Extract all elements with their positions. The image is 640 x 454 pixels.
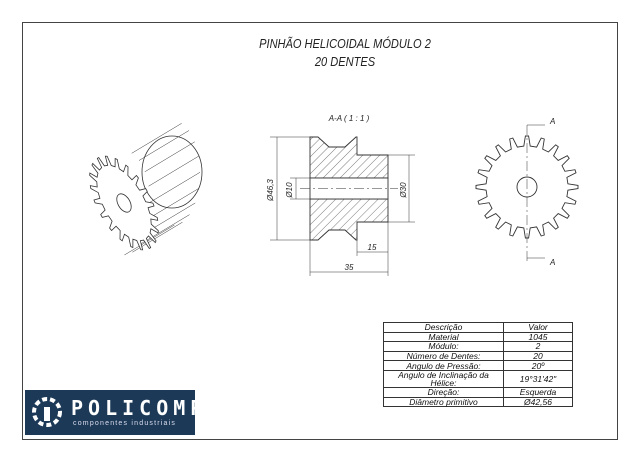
iso-tooth-edge — [148, 188, 199, 219]
spec-label: Direção: — [383, 386, 504, 398]
spec-label: Número de Dentes: — [383, 350, 504, 362]
table-row: Direção:Esquerda — [383, 386, 573, 398]
table-row: Número de Dentes:20 — [383, 350, 573, 362]
isometric-gear-view — [89, 123, 203, 256]
spec-value: Ø42,56 — [503, 396, 573, 408]
dim-hub-diameter: Ø30 — [399, 182, 408, 199]
iso-tooth-edge — [144, 141, 195, 173]
drawing-title: PINHÃO HELICOIDAL MÓDULO 2 — [259, 36, 431, 51]
spec-value: 20º — [503, 360, 573, 371]
dim-bore: Ø10 — [285, 182, 294, 199]
section-marker-top: A — [549, 117, 555, 126]
spec-value: 19°31'42" — [503, 369, 573, 388]
section-marker-bottom: A — [549, 258, 555, 267]
iso-tooth-edge — [149, 172, 201, 203]
drawing-border — [22, 22, 618, 440]
logo-name: POLICOMP — [71, 396, 208, 420]
dim-hub-length: 15 — [368, 243, 377, 252]
section-upper-half — [309, 136, 389, 179]
table-row: Módulo:2 — [383, 341, 573, 352]
header-description: Descrição — [383, 322, 504, 333]
section-lower-half — [309, 198, 389, 241]
iso-tooth-edge — [139, 214, 190, 245]
dim-outer-diameter: Ø46,3 — [266, 179, 275, 202]
spec-value: 1045 — [503, 331, 573, 343]
spec-label: Material — [383, 331, 504, 343]
logo-tagline: componentes industriais — [73, 420, 177, 427]
iso-tooth-edge — [131, 123, 182, 154]
header-value: Valor — [503, 322, 573, 333]
table-row: Angulo de Inclinação da Hélice:19°31'42" — [383, 369, 573, 388]
section-view: A-A ( 1 : 1 ) Ø46,3 Ø10 Ø30 15 35 — [266, 114, 415, 276]
drawing-subtitle: 20 DENTES — [314, 54, 376, 69]
gear-outline — [475, 135, 579, 239]
iso-tooth-edge — [138, 130, 190, 161]
dim-total-length: 35 — [345, 263, 354, 272]
iso-tooth-edge — [124, 224, 175, 256]
spec-label: Diâmetro primitivo — [383, 396, 504, 408]
table-header-row: Descrição Valor — [383, 322, 573, 333]
company-logo: POLICOMP componentes industriais — [25, 390, 202, 435]
spec-label: Módulo: — [383, 341, 504, 352]
spec-label: Angulo de Inclinação da Hélice: — [383, 369, 504, 388]
section-label: A-A ( 1 : 1 ) — [328, 114, 370, 123]
iso-bore — [116, 193, 132, 213]
spec-value: Esquerda — [503, 386, 573, 398]
dimension-lines — [270, 136, 415, 276]
front-view: A A — [475, 117, 579, 267]
spec-value: 2 — [503, 341, 573, 352]
iso-tooth-edge — [148, 155, 199, 187]
gear-logo-icon — [32, 397, 62, 427]
spec-value: 20 — [503, 350, 573, 362]
